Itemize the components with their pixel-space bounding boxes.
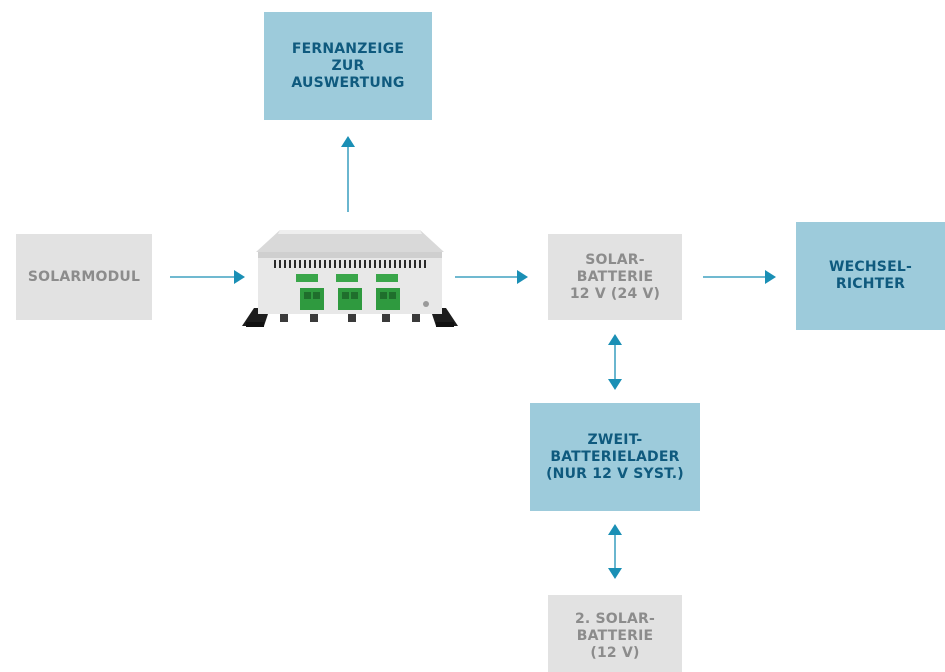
arrow-solar-battery-second-charger-bidirectional <box>608 334 622 390</box>
arrow-solar-battery-to-inverter <box>703 270 776 284</box>
arrow-controller-to-solar-battery <box>455 270 528 284</box>
arrow-second-charger-second-battery-bidirectional <box>608 524 622 579</box>
arrow-controller-to-remote-display <box>341 136 355 212</box>
arrow-solarmodule-to-controller <box>170 270 245 284</box>
